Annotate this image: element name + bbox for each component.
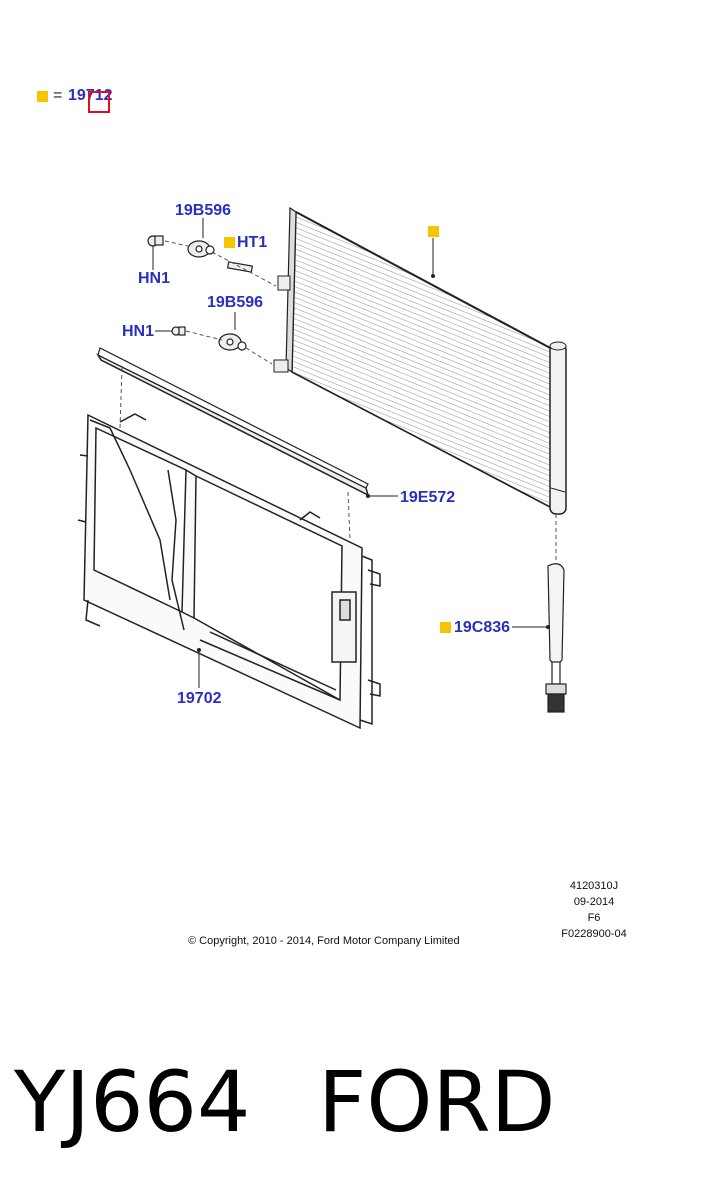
fasteners: [147, 235, 567, 713]
condenser: [273, 206, 567, 515]
footer-brand: FORD: [318, 1053, 556, 1151]
legend-marker: [37, 91, 48, 102]
callout-19702[interactable]: 19702: [177, 690, 222, 707]
callout-hn1-mid[interactable]: HN1: [122, 323, 155, 340]
leader-lines: [152, 218, 548, 688]
19c836-marker: [440, 622, 451, 633]
condenser-marker[interactable]: [428, 226, 439, 237]
callout-19b596-top[interactable]: 19B596: [175, 202, 232, 219]
seal-strip: [96, 347, 370, 497]
callout-ht1[interactable]: HT1: [237, 234, 268, 251]
callout-19c836[interactable]: 19C836: [454, 619, 511, 636]
highlight-box: [88, 91, 110, 113]
info-line-4: F0228900-04: [561, 928, 627, 940]
info-line-2: 09-2014: [573, 896, 615, 908]
callout-hn1-top[interactable]: HN1: [138, 270, 171, 287]
callout-19e572[interactable]: 19E572: [400, 489, 456, 506]
radiator-support-frame: [77, 413, 381, 730]
exploded-diagram: [77, 206, 567, 730]
alignment-lines: [119, 240, 557, 562]
legend-equals: =: [53, 87, 63, 104]
leader-dots: [197, 274, 550, 652]
copyright-notice: © Copyright, 2010 - 2014, Ford Motor Com…: [188, 935, 460, 947]
callout-19b596-mid[interactable]: 19B596: [207, 294, 264, 311]
info-line-3: F6: [587, 912, 601, 924]
info-line-1: 4120310J: [569, 880, 619, 892]
footer-code: YJ664: [14, 1053, 251, 1151]
ht1-marker: [224, 237, 235, 248]
